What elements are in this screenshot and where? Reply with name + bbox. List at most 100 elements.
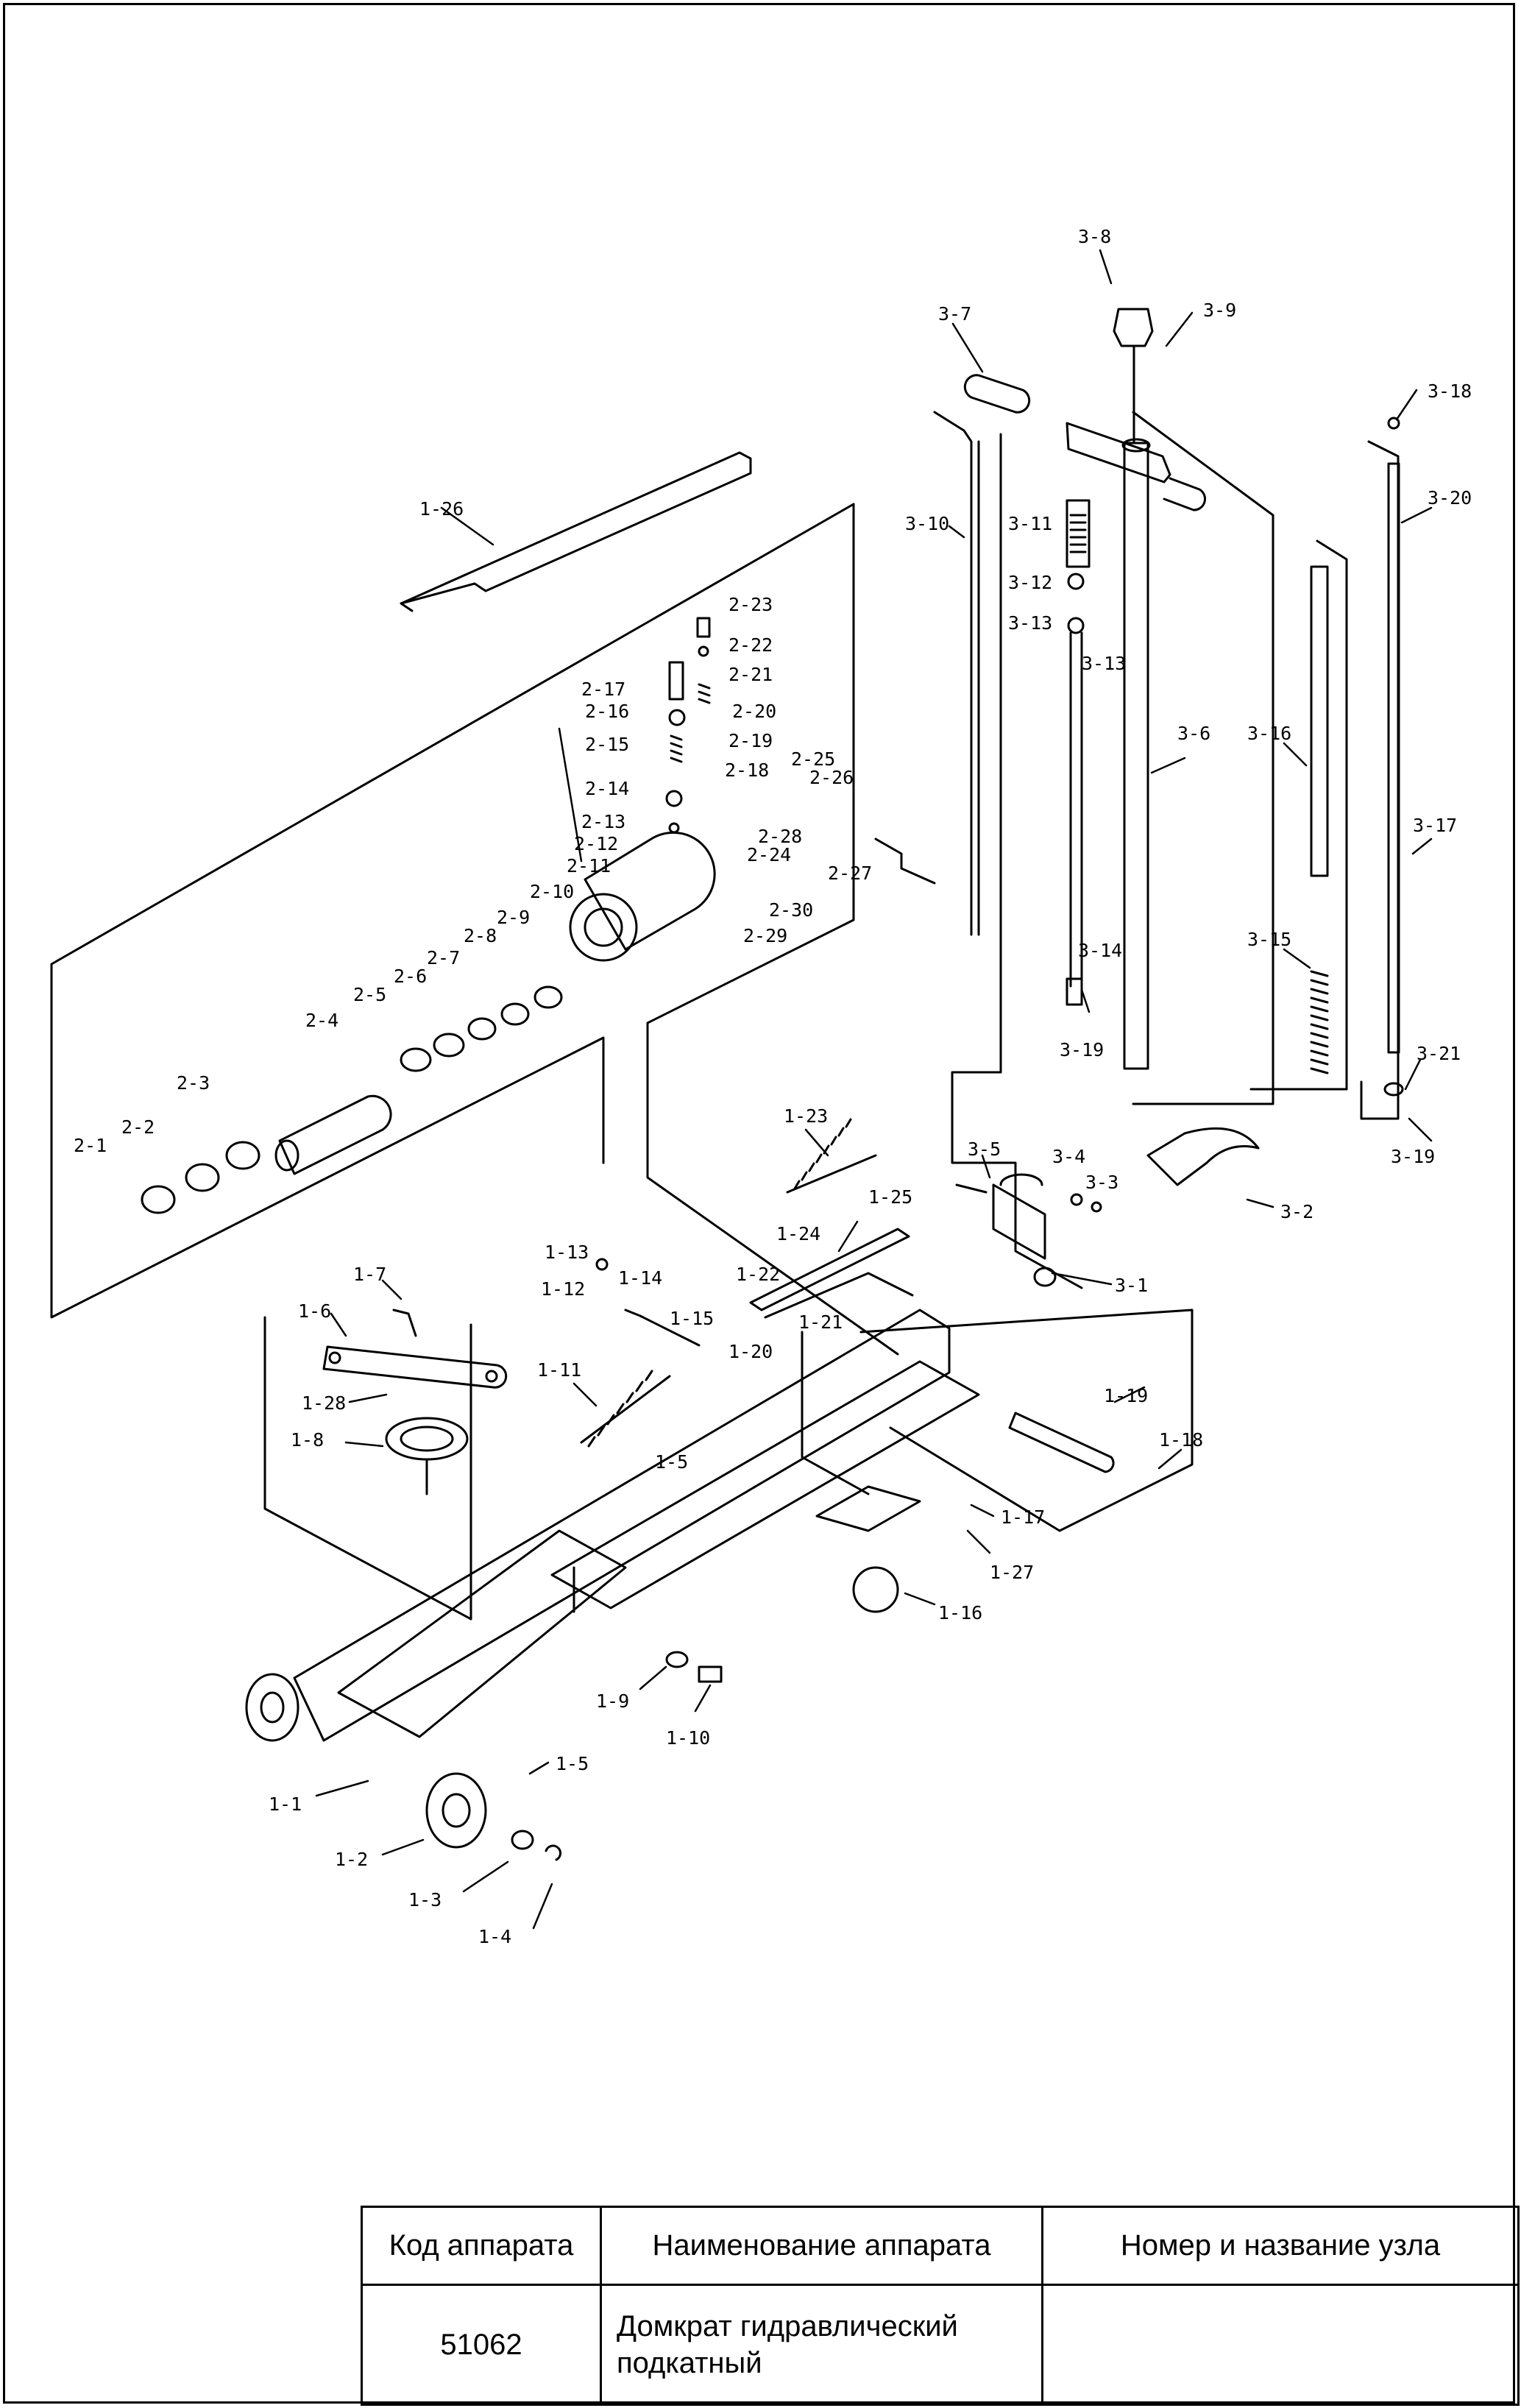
spring-3-15	[1310, 970, 1329, 1074]
callout-3-6: 3-6	[1177, 723, 1210, 744]
wheel-1-2	[425, 1772, 487, 1849]
callout-2-2: 2-2	[121, 1116, 155, 1138]
pump-cylinder-assembly	[50, 451, 936, 1356]
device-name-line2: подкатный	[617, 2347, 762, 2379]
callout-2-9: 2-9	[497, 907, 530, 928]
pin-3-14	[1066, 977, 1083, 1006]
value-assembly-number	[1041, 2284, 1520, 2406]
callout-1-10: 1-10	[666, 1727, 710, 1749]
callout-1-14: 1-14	[618, 1267, 662, 1289]
callout-3-19: 3-19	[1060, 1039, 1104, 1060]
pin-1-7	[392, 1309, 417, 1337]
callout-2-12: 2-12	[574, 833, 618, 854]
axle-1-19	[1008, 1412, 1115, 1473]
rod-3-17	[1387, 462, 1400, 1054]
callout-1-5b: 1-5	[556, 1753, 589, 1774]
callout-1-2: 1-2	[335, 1849, 368, 1870]
top-cover-1-26	[400, 451, 752, 605]
device-name-line1: Домкрат гидравлический	[617, 2310, 958, 2343]
callout-2-18: 2-18	[725, 759, 769, 781]
callout-1-19: 1-19	[1104, 1385, 1148, 1406]
callout-2-26: 2-26	[809, 767, 854, 788]
callout-2-6: 2-6	[394, 966, 427, 987]
value-device-name: Домкрат гидравлический подкатный	[600, 2284, 1043, 2406]
snap-ring-2-1	[141, 1185, 176, 1214]
ring-2-9	[533, 985, 563, 1009]
callout-1-18: 1-18	[1159, 1429, 1203, 1451]
callout-3-2: 3-2	[1280, 1201, 1313, 1222]
callout-1-5: 1-5	[655, 1451, 688, 1473]
callout-3-16: 3-16	[1247, 723, 1291, 744]
saddle-1-8	[385, 1417, 469, 1461]
ring-2-7	[467, 1017, 497, 1041]
callout-1-15: 1-15	[670, 1308, 714, 1329]
callout-2-29: 2-29	[743, 925, 787, 946]
title-block-value-row: 51062 Домкрат гидравлический подкатный	[361, 2284, 1520, 2406]
wheel-front-left	[245, 1673, 299, 1742]
header-assembly-number: Номер и название узла	[1041, 2206, 1520, 2286]
handle-cross-tube	[1066, 422, 1171, 484]
callout-1-7: 1-7	[353, 1264, 386, 1285]
callout-3-10: 3-10	[905, 513, 949, 534]
castor-bracket	[815, 1485, 921, 1532]
callout-1-11: 1-11	[537, 1359, 581, 1381]
header-device-name: Наименование аппарата	[600, 2206, 1043, 2286]
knob-3-8	[1113, 308, 1154, 347]
washer-3-13	[1067, 617, 1085, 634]
title-block-table: Код аппарата Наименование аппарата Номер…	[361, 2206, 1520, 2406]
callout-1-22: 1-22	[736, 1264, 780, 1285]
spring-3-11	[1069, 514, 1087, 553]
callout-2-23: 2-23	[728, 594, 773, 615]
spring-1-23	[786, 1154, 877, 1194]
frame-body	[550, 1360, 980, 1610]
callout-3-13: 3-13	[1008, 612, 1052, 634]
frame-assembly	[245, 1118, 1194, 1861]
callout-2-15: 2-15	[585, 734, 629, 755]
callout-3-1: 3-1	[1115, 1275, 1148, 1296]
callout-3-14: 3-14	[1078, 940, 1122, 961]
callout-1-13: 1-13	[545, 1242, 589, 1263]
callout-2-17: 2-17	[581, 679, 625, 700]
castor-1-16	[852, 1566, 899, 1613]
ring-2-6	[433, 1033, 465, 1058]
handle-assembly	[933, 308, 1404, 1289]
callout-2-19: 2-19	[728, 730, 773, 751]
grip-3-7	[963, 374, 1031, 414]
callout-2-11: 2-11	[567, 855, 611, 877]
callout-1-9: 1-9	[596, 1690, 629, 1712]
leader-lines	[315, 249, 1433, 1930]
callout-1-26: 1-26	[419, 498, 464, 520]
callout-3-7: 3-7	[938, 303, 971, 325]
piston-2-4	[278, 1094, 392, 1175]
callout-2-28: 2-28	[758, 826, 802, 847]
washer-3-12	[1067, 573, 1085, 590]
callout-1-8: 1-8	[291, 1429, 324, 1451]
header-device-code: Код аппарата	[361, 2206, 602, 2286]
callout-2-21: 2-21	[728, 664, 773, 685]
ring-2-3	[225, 1141, 260, 1170]
title-block-header-row: Код аппарата Наименование аппарата Номер…	[361, 2206, 1520, 2286]
plunger-2-17	[668, 661, 684, 701]
callout-3-15: 3-15	[1247, 929, 1291, 950]
callout-2-10: 2-10	[530, 881, 574, 902]
callout-2-24: 2-24	[747, 844, 791, 865]
callout-3-4: 3-4	[1052, 1146, 1085, 1167]
callout-2-25: 2-25	[791, 748, 835, 770]
callout-2-1: 2-1	[74, 1135, 107, 1156]
group-outline-handle-right	[1132, 411, 1274, 1105]
callout-2-3: 2-3	[177, 1072, 210, 1094]
callout-1-24: 1-24	[776, 1223, 820, 1244]
callout-1-16: 1-16	[938, 1602, 982, 1623]
callout-3-9: 3-9	[1203, 300, 1236, 321]
callout-1-12: 1-12	[541, 1278, 585, 1300]
callout-2-14: 2-14	[585, 778, 629, 799]
nut-1-10	[698, 1665, 723, 1683]
group-outline-pump	[646, 503, 899, 1356]
yoke-3-1	[992, 1183, 1046, 1260]
value-device-code: 51062	[361, 2284, 602, 2406]
seal-2-5	[400, 1047, 432, 1072]
callout-3-8: 3-8	[1078, 226, 1111, 247]
rod-3-10	[933, 411, 973, 936]
